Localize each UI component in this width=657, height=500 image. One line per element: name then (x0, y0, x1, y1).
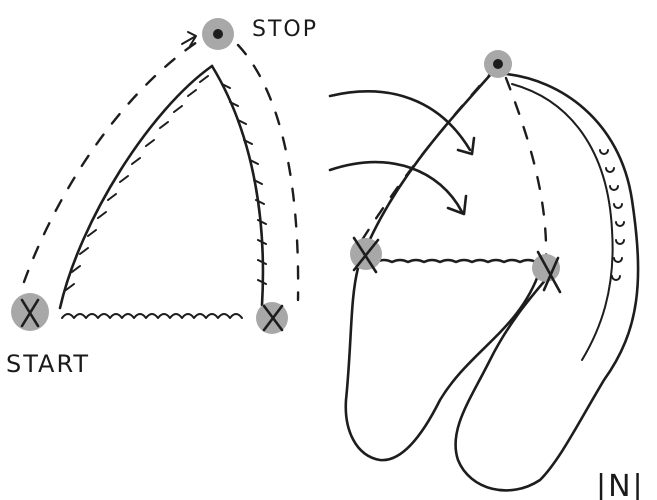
arrow-lower (330, 162, 462, 212)
left-triangle-edge-right (212, 66, 263, 305)
right-inner-fold (512, 84, 613, 360)
left-triangle-edge-bottom (62, 314, 242, 318)
left-triangle-edge-left (60, 66, 212, 308)
left-dashed-guide (24, 40, 298, 300)
right-edge-stitches (222, 84, 266, 284)
right-dashed-guide-2 (506, 78, 546, 262)
left-triangle-figure: STOP START (6, 17, 318, 378)
stop-label: STOP (252, 17, 318, 42)
right-horizontal-seam (360, 260, 552, 262)
start-label: START (6, 350, 90, 378)
left-edge-stitches (66, 76, 208, 290)
corner-mark-label: |N| (596, 469, 645, 500)
stop-pin-icon (213, 29, 223, 39)
right-lower-flap (346, 268, 540, 460)
transform-arrows (330, 91, 474, 214)
right-figure (346, 50, 638, 490)
apex-pin-icon (493, 59, 503, 69)
